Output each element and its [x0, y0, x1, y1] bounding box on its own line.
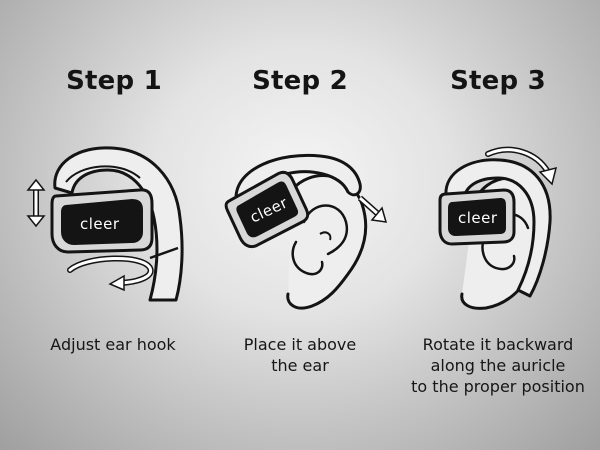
caption-line: Rotate it backward: [422, 335, 574, 354]
rotate-earbud-illustration: cleer: [438, 146, 558, 310]
curved-arrow-icon: [485, 146, 558, 186]
step-1: Step 1 cleer Adjust: [0, 0, 200, 450]
arrow-down-right-icon: [358, 195, 388, 223]
brand-logo: cleer: [80, 215, 120, 233]
step-2-title: Step 2: [252, 66, 348, 96]
step-3: Step 3 cleer Rotate it backward alon: [400, 0, 600, 450]
step-1-caption: Adjust ear hook: [13, 334, 213, 355]
step-2-caption: Place it above the ear: [200, 334, 400, 376]
caption-line: the ear: [271, 356, 329, 375]
caption-line: along the auricle: [430, 356, 566, 375]
step-3-title: Step 3: [450, 66, 546, 96]
ear-placement-illustration: cleer: [224, 153, 388, 310]
earbud-hook-illustration: cleer: [26, 146, 184, 302]
step-1-title: Step 1: [66, 66, 162, 96]
caption-line: Adjust ear hook: [50, 335, 176, 354]
vertical-arrow-icon: [26, 178, 46, 228]
step-3-caption: Rotate it backward along the auricle to …: [398, 334, 598, 397]
caption-line: Place it above: [243, 335, 357, 354]
step-2: Step 2 cleer: [200, 0, 400, 450]
caption-line: to the proper position: [411, 377, 585, 396]
rotate-arrow-icon: [67, 255, 154, 292]
brand-logo: cleer: [458, 209, 498, 227]
